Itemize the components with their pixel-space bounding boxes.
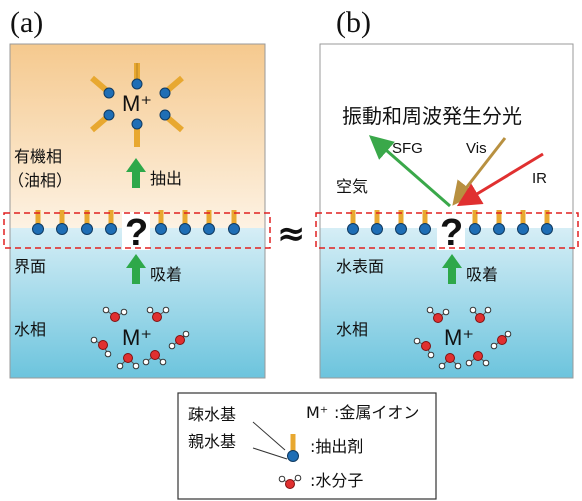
metal-ion-label-water-b: M⁺ (444, 325, 474, 350)
water-phase-label-a: 水相 (14, 320, 46, 339)
organic-phase-sublabel: （油相） (8, 171, 72, 190)
panel-a-frame (9, 43, 266, 379)
extraction-label: 抽出 (150, 169, 182, 188)
sfg-beam (368, 135, 451, 208)
extracted-complex: M⁺ (90, 63, 184, 147)
interface-highlight-a (3, 212, 271, 249)
legend-extractant-label: :抽出剤 (310, 437, 363, 456)
legend-metal-ion-symbol: M⁺ (306, 403, 328, 422)
panel-b-label: (b) (336, 6, 371, 39)
vis-label: Vis (466, 140, 487, 157)
question-box-a (122, 212, 150, 250)
legend-water-molecule-icon (278, 474, 302, 489)
adsorption-label-b: 吸着 (466, 265, 498, 284)
ir-label: IR (532, 170, 547, 187)
sfg-spectroscopy-title: 振動和周波発生分光 (342, 104, 522, 128)
legend-hydrophilic-label: 親水基 (188, 432, 236, 451)
water-surface-label: 水表面 (336, 257, 384, 276)
air-region (320, 44, 573, 228)
water-phase-label-b: 水相 (336, 320, 368, 339)
adsorption-arrow-a (126, 254, 146, 284)
metal-ion-label-water-a: M⁺ (122, 325, 152, 350)
hydrated-ion-b: M⁺ (413, 306, 512, 370)
approx-symbol: ≈ (277, 214, 306, 254)
water-phase-region-a (10, 228, 265, 378)
ir-beam (456, 152, 544, 207)
interface-highlight-b (315, 212, 579, 249)
question-box-b (437, 212, 465, 250)
extraction-arrow (126, 158, 146, 188)
organic-phase-label: 有機相 (14, 147, 62, 166)
legend-pointer-hydrophilic (252, 447, 288, 460)
legend-pointer-hydrophobic (252, 421, 286, 451)
sfg-label: SFG (392, 140, 423, 157)
unknown-structure-b: ? (440, 212, 463, 254)
legend-water-molecule-label: :水分子 (310, 471, 363, 490)
hydrated-ion-a: M⁺ (90, 306, 190, 370)
interface-label: 界面 (14, 257, 46, 276)
legend-extractant-icon (287, 434, 299, 462)
unknown-structure-a: ? (125, 212, 148, 254)
legend-hydrophobic-label: 疎水基 (188, 405, 236, 424)
legend-metal-ion-label: :金属イオン (334, 403, 419, 422)
adsorption-arrow-b (442, 254, 462, 284)
metal-ion-label-organic: M⁺ (122, 91, 152, 116)
air-label: 空気 (336, 177, 368, 196)
panel-b-frame (319, 43, 574, 379)
legend-frame (177, 392, 437, 500)
adsorption-label-a: 吸着 (150, 265, 182, 284)
legend: 疎水基 親水基 M⁺ :金属イオン :抽出剤 :水分子 (177, 392, 437, 500)
water-phase-region-b (320, 228, 573, 378)
panel-a-label: (a) (10, 6, 43, 39)
